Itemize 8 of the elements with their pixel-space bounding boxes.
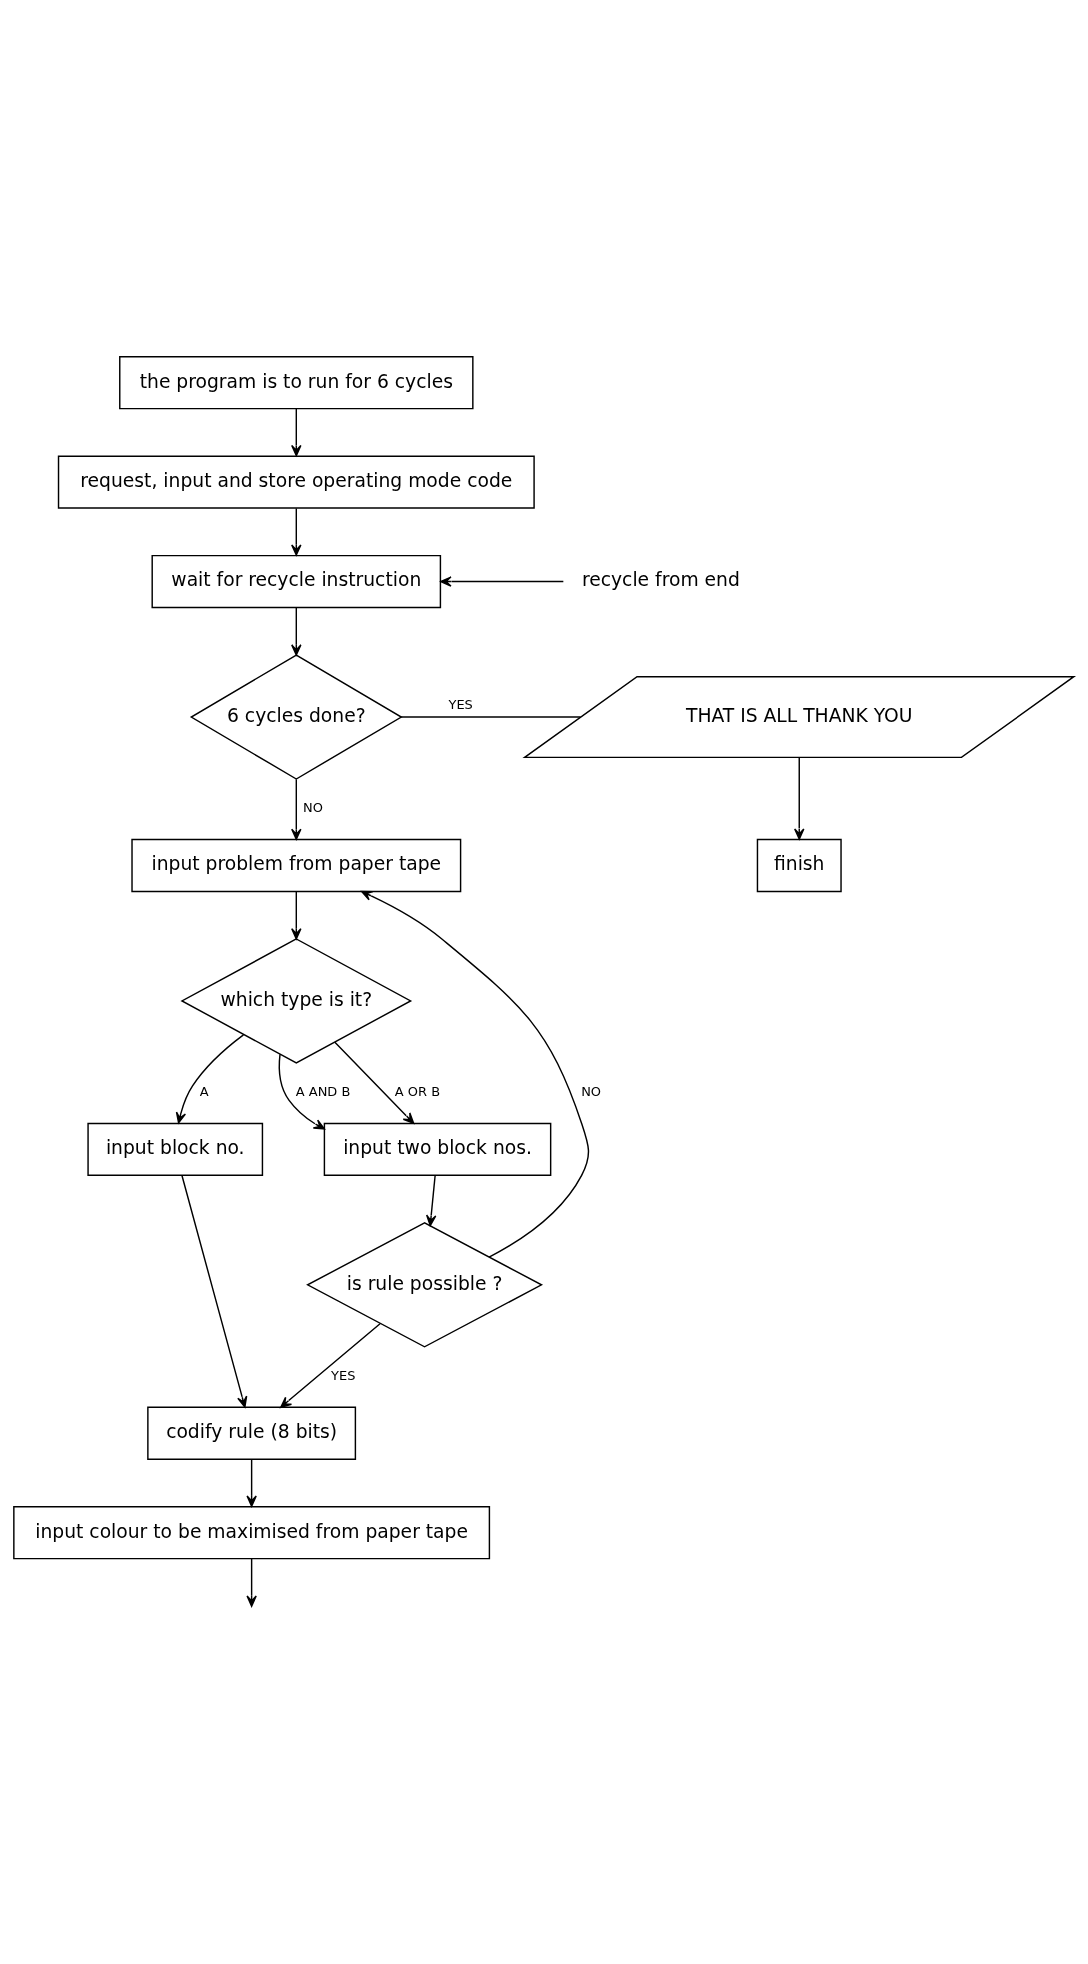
edge-label: NO xyxy=(581,1084,602,1100)
node-text: recycle from end xyxy=(581,569,740,591)
edge-label: A AND B xyxy=(295,1084,351,1100)
edge-label: YES xyxy=(448,696,473,712)
edge-label: NO xyxy=(303,800,323,816)
edge-label: YES xyxy=(331,1368,356,1384)
edge-label: A xyxy=(199,1084,209,1100)
edge-label: A OR B xyxy=(394,1084,441,1100)
